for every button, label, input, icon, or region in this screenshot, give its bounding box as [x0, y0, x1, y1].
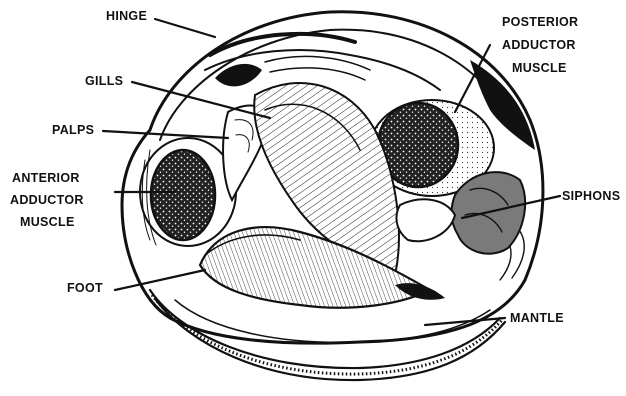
label-hinge: HINGE: [106, 9, 147, 23]
label-anterior-line2: ADDUCTOR: [10, 193, 84, 207]
label-posterior-line2: ADDUCTOR: [502, 38, 576, 52]
label-palps: PALPS: [52, 123, 94, 137]
label-anterior-line1: ANTERIOR: [12, 171, 80, 185]
label-foot: FOOT: [67, 281, 103, 295]
label-siphons: SIPHONS: [562, 189, 620, 203]
label-posterior-line3: MUSCLE: [512, 61, 567, 75]
leader-foot: [115, 270, 205, 290]
leader-gills: [132, 82, 270, 118]
hinge-region: [205, 34, 440, 90]
label-mantle: MANTLE: [510, 311, 564, 325]
label-gills: GILLS: [85, 74, 123, 88]
label-anterior-line3: MUSCLE: [20, 215, 75, 229]
label-posterior-line1: POSTERIOR: [502, 15, 578, 29]
leader-hinge: [155, 19, 215, 37]
leader-palps: [103, 131, 228, 138]
